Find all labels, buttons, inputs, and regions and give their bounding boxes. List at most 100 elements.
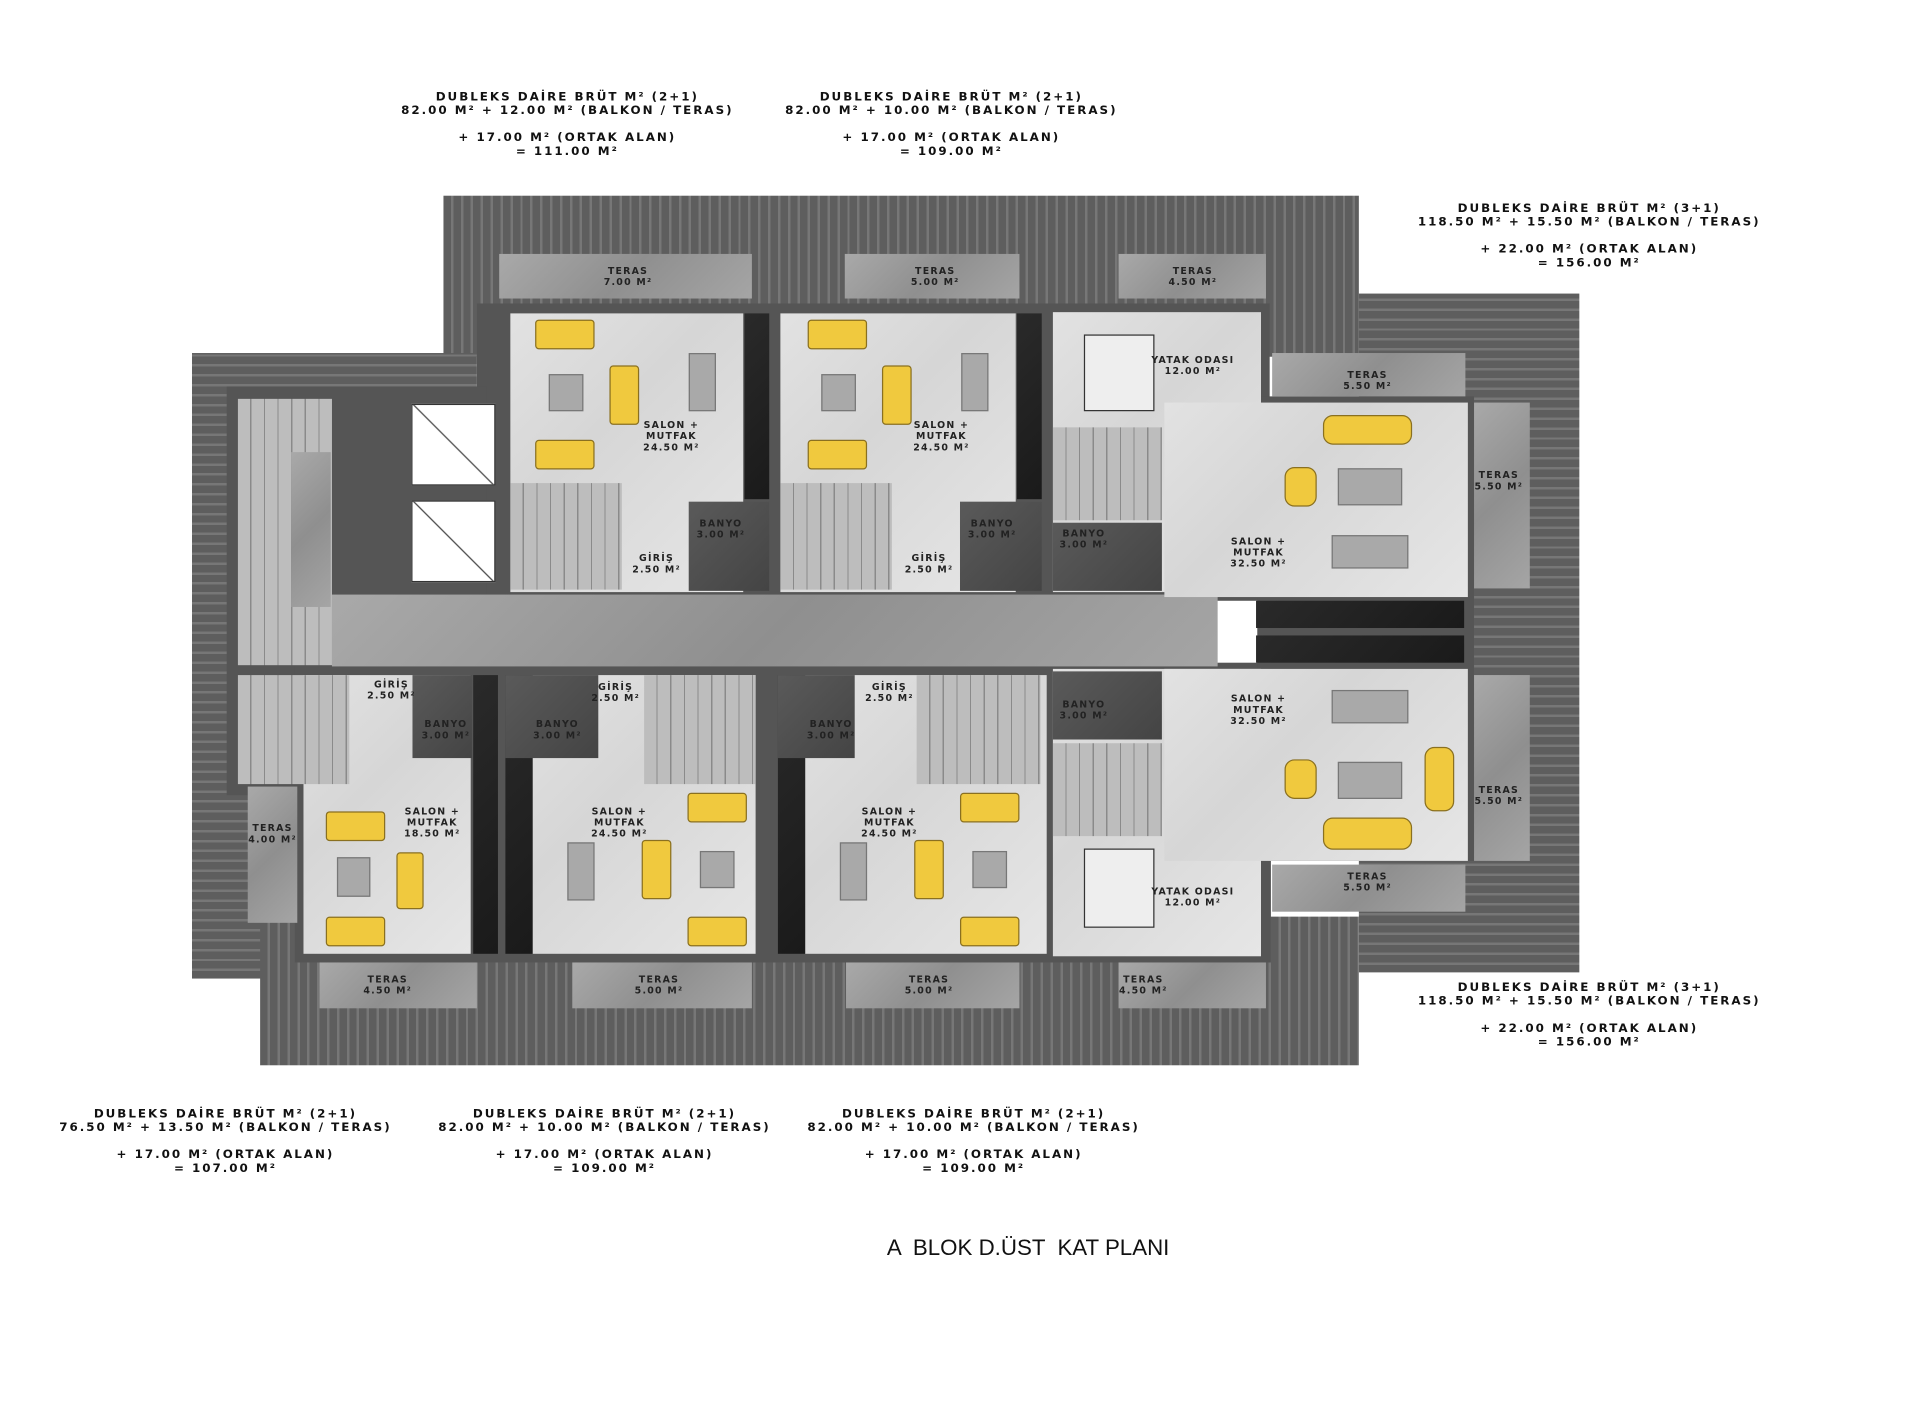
unit-4-kitchen (473, 675, 498, 954)
unit-area-summary: DUBLEKS DAİRE BRÜT M² (3+1)118.50 M² + 1… (1418, 981, 1761, 1049)
room-area: 3.00 M² (1059, 538, 1109, 550)
unit-1-bath (688, 501, 770, 591)
sofa (959, 916, 1020, 947)
summary-heading: DUBLEKS DAİRE BRÜT M² (2+1) (435, 90, 699, 105)
room-name: YATAK ODASI (1151, 354, 1235, 366)
summary-total: = 156.00 M² (1537, 1035, 1641, 1050)
sofa (1322, 414, 1413, 445)
room-name: SALON + MUTFAK (591, 805, 648, 829)
room-area: 7.00 M² (603, 276, 653, 288)
elevator-2 (411, 500, 496, 583)
summary-heading: DUBLEKS DAİRE BRÜT M² (2+1) (93, 1107, 358, 1122)
unit-2-bath (959, 501, 1042, 591)
room-area: 4.50 M² (363, 984, 413, 996)
summary-heading: DUBLEKS DAİRE BRÜT M² (3+1) (1457, 201, 1721, 216)
room-name: TERAS (1478, 469, 1519, 481)
terrace (247, 786, 298, 923)
summary-heading: DUBLEKS DAİRE BRÜT M² (2+1) (842, 1107, 1106, 1122)
terrace (1272, 864, 1466, 912)
terrace (499, 253, 752, 299)
sofa (325, 916, 386, 947)
coffee-table (336, 857, 371, 897)
summary-total: = 109.00 M² (922, 1161, 1026, 1176)
room-name: TERAS (607, 265, 649, 277)
room-name: GİRİŞ (598, 681, 634, 693)
unit-3-bath (1052, 522, 1162, 591)
unit-5-stairs (644, 675, 756, 785)
spacer (1418, 229, 1761, 243)
summary-common: + 17.00 M² (ORTAK ALAN) (495, 1148, 714, 1162)
sofa (641, 839, 672, 900)
room-name: TERAS (1478, 784, 1519, 796)
room-area: 5.00 M² (904, 984, 954, 996)
terrace (319, 962, 477, 1009)
room-area: 24.50 M² (643, 441, 700, 453)
room-name: SALON + MUTFAK (404, 805, 461, 829)
terrace (1118, 962, 1266, 1009)
room-name: TERAS (367, 973, 408, 985)
unit-5-bath (505, 675, 599, 759)
room-area: 5.50 M² (1343, 380, 1392, 392)
unit-1-stairs (510, 483, 622, 590)
room-name: GİRİŞ (911, 552, 947, 564)
unit-area-summary: DUBLEKS DAİRE BRÜT M² (2+1)82.00 M² + 12… (401, 90, 733, 158)
unit-2-stairs (780, 483, 892, 590)
summary-common: + 17.00 M² (ORTAK ALAN) (842, 131, 1061, 145)
summary-gross: 118.50 M² + 15.50 M² (BALKON / TERAS) (1417, 994, 1761, 1009)
room-area: 5.50 M² (1474, 480, 1524, 492)
unit-7-bed (1083, 848, 1155, 928)
unit-area-summary: DUBLEKS DAİRE BRÜT M² (3+1)118.50 M² + 1… (1418, 202, 1761, 270)
dining-table (961, 353, 989, 412)
corridor (331, 594, 1218, 667)
elevator-1 (411, 403, 496, 486)
summary-total: = 111.00 M² (515, 144, 619, 159)
terrace (1272, 353, 1466, 397)
room-area: 32.50 M² (1230, 558, 1287, 570)
room-name: TERAS (915, 265, 956, 277)
unit-7-kitchen (1256, 635, 1465, 663)
room-name: GİRİŞ (373, 678, 409, 690)
summary-total: = 156.00 M² (1537, 256, 1641, 271)
sofa (687, 916, 747, 947)
room-area: 3.00 M² (696, 528, 746, 541)
plan-title: A BLOK D.ÜST KAT PLANI (886, 1234, 1170, 1260)
room-name: GİRİŞ (639, 552, 674, 564)
unit-3-kitchen (1256, 600, 1465, 629)
summary-common: + 22.00 M² (ORTAK ALAN) (1480, 242, 1699, 257)
room-name: GİRİŞ (871, 681, 907, 693)
unit-7-bath (1052, 671, 1162, 740)
unit-2-kitchen (1016, 313, 1042, 500)
room-name: SALON + MUTFAK (1230, 693, 1287, 716)
room-area: 12.00 M² (1164, 896, 1222, 908)
sofa (396, 852, 424, 910)
summary-common: + 17.00 M² (ORTAK ALAN) (864, 1148, 1083, 1162)
room-area: 2.50 M² (904, 563, 954, 575)
sofa (687, 792, 747, 823)
stair-landing (291, 452, 331, 607)
summary-gross: 82.00 M² + 10.00 M² (BALKON / TERAS) (807, 1121, 1140, 1135)
summary-gross: 76.50 M² + 13.50 M² (BALKON / TERAS) (59, 1121, 392, 1135)
room-name: BANYO (809, 718, 853, 730)
room-name: BANYO (1062, 527, 1106, 539)
unit-6-stairs (916, 675, 1041, 785)
room-name: SALON + MUTFAK (913, 419, 970, 442)
